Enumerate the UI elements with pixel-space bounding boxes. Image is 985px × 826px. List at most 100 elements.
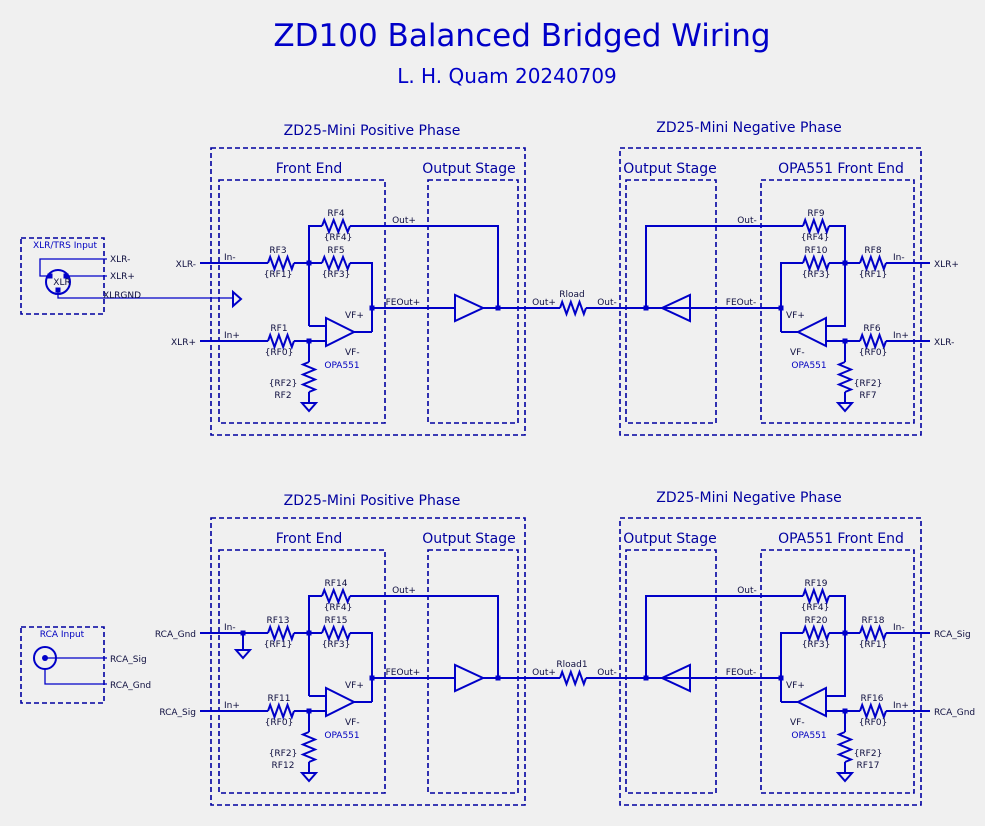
resistor-value: {RF1} [264,640,293,650]
front-end-box [218,179,386,424]
net-label: Out- [737,586,757,596]
input-net-label: RCA_Sig [934,630,971,640]
input-net-label: RCA_Sig [159,708,196,718]
net-label: FEOut- [726,668,756,678]
input-net-label: XLR+ [110,272,135,282]
positive-phase-box [210,517,526,806]
input-net-label: XLR+ [934,260,959,270]
input-net-label: XLRGND [103,291,141,301]
wire [645,225,803,308]
output-stage-label: Output Stage [623,531,717,547]
output-stage-box-right [625,549,717,794]
supply-label: VF- [345,718,360,728]
input-net-label: XLR+ [171,338,196,348]
ground-symbol [233,649,253,660]
resistor-label: RF5 [327,246,344,256]
wire [826,595,846,697]
wire [780,632,803,702]
resistor-label: RF1 [270,324,287,334]
resistor-label: RF15 [325,616,348,626]
wire [44,669,107,685]
resistor-value: {RF4} [324,603,353,613]
rca-input-label: RCA Input [40,630,85,640]
pin-label: In+ [893,331,909,341]
pin-label: In+ [224,331,240,341]
output-stage-box-right [625,179,717,424]
wire [350,225,499,308]
buffer-symbol [454,293,486,323]
resistor [321,254,351,272]
front-end-label: Front End [276,161,342,177]
ground-symbol [835,772,855,783]
resistor [802,624,830,642]
wire [826,225,846,327]
net-label: FEOut- [726,298,756,308]
resistor [321,587,351,605]
resistor [859,702,887,720]
resistor-label: RF19 [805,579,828,589]
ground-arrow [232,289,243,309]
resistor-value: {RF2} [269,379,298,389]
resistor-label: RF3 [269,246,286,256]
resistor [859,332,887,350]
supply-label: VF+ [345,681,364,691]
opamp-symbol [325,686,357,718]
wire [308,595,322,696]
output-stage-label: Output Stage [422,531,516,547]
resistor-value: {RF0} [265,718,294,728]
resistor-label: RF17 [857,761,880,771]
wire [57,290,233,299]
resistor [321,217,351,235]
opamp-symbol [325,316,357,348]
resistor [267,624,295,642]
negative-phase-heading: ZD25-Mini Negative Phase [656,120,842,136]
negative-phase-box [619,147,922,436]
resistor-value: {RF4} [324,233,353,243]
wire [350,262,373,308]
resistor [321,624,351,642]
section-rca: ZD25-Mini Positive Phase ZD25-Mini Negati… [20,490,975,806]
front-end-label: Front End [276,531,342,547]
junction-dot [842,630,848,636]
resistor-value: {RF2} [854,749,883,759]
rload-resistor [559,299,587,317]
resistor [802,254,830,272]
ground-symbol [299,772,319,783]
front-end-box [218,549,386,794]
xlr-pin-text: XLR [53,278,70,288]
opa-front-end-box [760,179,915,424]
resistor [859,254,887,272]
pin-label: In- [893,623,905,633]
input-net-label: XLR- [110,255,130,265]
wire [350,595,499,678]
opa-front-end-box [760,549,915,794]
resistor-value: {RF2} [854,379,883,389]
negative-phase-heading: ZD25-Mini Negative Phase [656,490,842,506]
resistor-value: {RF3} [322,640,351,650]
net-label: Out+ [392,586,416,596]
resistor-label: RF20 [805,616,828,626]
opamp-label: OPA551 [324,731,359,741]
resistor-label: RF7 [859,391,876,401]
net-label: Out- [597,298,617,308]
output-stage-label: Output Stage [623,161,717,177]
resistor-label: RF12 [272,761,295,771]
net-label: FEOut+ [386,668,421,678]
resistor [267,254,295,272]
pin-label: In+ [893,701,909,711]
positive-phase-heading: ZD25-Mini Positive Phase [284,493,461,509]
pin-label: In+ [224,701,240,711]
negative-phase-box [619,517,922,806]
resistor-value: {RF1} [859,640,888,650]
opamp-label: OPA551 [791,731,826,741]
net-label: FEOut+ [386,298,421,308]
ground-symbol [299,402,319,413]
wire [39,258,107,277]
xlr-input-label: XLR/TRS Input [33,241,98,251]
resistor [267,702,295,720]
resistor-label: RF18 [862,616,885,626]
input-net-label: XLR- [176,260,196,270]
net-label: Out- [737,216,757,226]
